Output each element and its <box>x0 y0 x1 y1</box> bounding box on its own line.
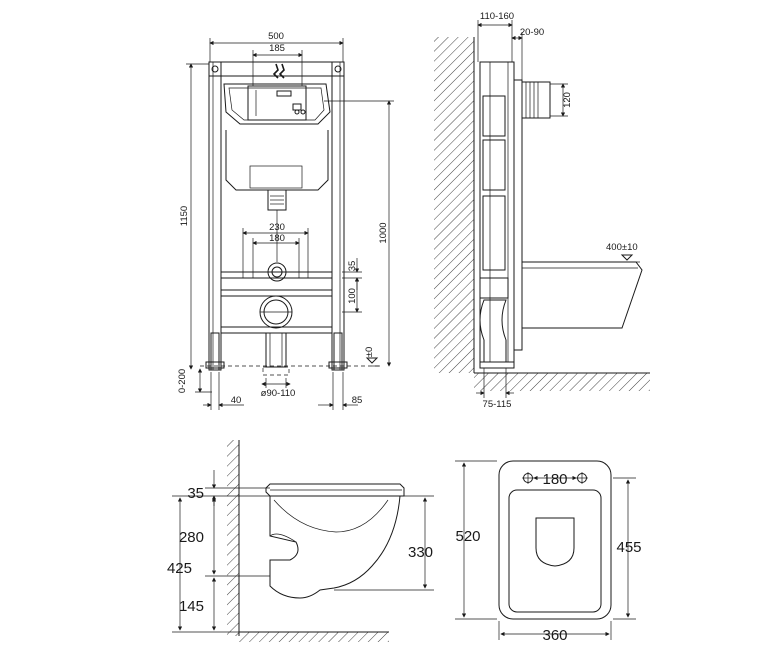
bowl-side-outline <box>521 261 643 329</box>
inlet-height-label: 120 <box>562 92 573 108</box>
foot-right-label: 85 <box>352 395 363 406</box>
bolt-height-label: 280 <box>179 529 204 546</box>
bowl-top-view: 180 520 455 360 <box>455 460 642 644</box>
top-bolt-spacing-label: 180 <box>542 471 567 488</box>
rim-height-label: 425 <box>167 560 192 577</box>
width-label: 360 <box>542 627 567 644</box>
bowl-top-outline <box>498 460 612 620</box>
bowl-height-value: 400 <box>606 242 622 253</box>
drain-diameter-label: ø90-110 <box>261 388 296 399</box>
bowl-side-view: 35 280 425 145 330 <box>167 440 434 642</box>
foot-left-label: 40 <box>231 395 242 406</box>
leg-adjust-label: 0-200 <box>177 369 188 393</box>
bowl-top-inner <box>508 489 602 613</box>
inlet-offset-label: 35 <box>347 261 358 272</box>
frame-side <box>479 61 551 369</box>
bowl-body <box>269 495 401 599</box>
frame-depth-label: 110-160 <box>480 11 514 22</box>
frame-width-label: 500 <box>268 31 284 42</box>
inner-length-label: 455 <box>616 539 641 556</box>
foot-depth-label: 75-115 <box>483 399 512 410</box>
bowl-floor-hatch <box>239 632 389 642</box>
frame <box>205 61 348 371</box>
outlet-height-label-bowl: 145 <box>179 598 204 615</box>
wall-gap-label: 20-90 <box>520 27 544 38</box>
bolt-markers <box>242 262 309 278</box>
seat-offset-label: 35 <box>187 485 204 502</box>
bowl-wall-hatch <box>227 440 239 636</box>
wall-hatch <box>434 37 474 373</box>
outlet-height-label: 100 <box>347 288 358 304</box>
cistern <box>223 63 331 282</box>
bowl-height-tolerance: ±10 <box>622 242 638 253</box>
drain-outlet <box>259 295 293 376</box>
floor-hatch <box>474 373 650 391</box>
bolt-spacing-outer-label: 230 <box>269 222 285 233</box>
front-view: 500 185 1150 230 180 35 100 1000 <box>177 31 394 410</box>
flush-plate-width-label: 185 <box>269 43 285 54</box>
floor-mark-label: ±0 <box>364 347 375 358</box>
bowl-depth-label: 330 <box>408 544 433 561</box>
bowl-opening <box>535 517 575 567</box>
side-view: 110-160 20-90 120 400±10 75-115 <box>434 11 650 410</box>
bolt-spacing-inner-label: 180 <box>269 233 285 244</box>
length-label: 520 <box>455 528 480 545</box>
flush-height-label: 1000 <box>378 222 389 243</box>
bowl-height-label: 400±10 <box>606 242 638 253</box>
total-height-label: 1150 <box>179 206 190 226</box>
